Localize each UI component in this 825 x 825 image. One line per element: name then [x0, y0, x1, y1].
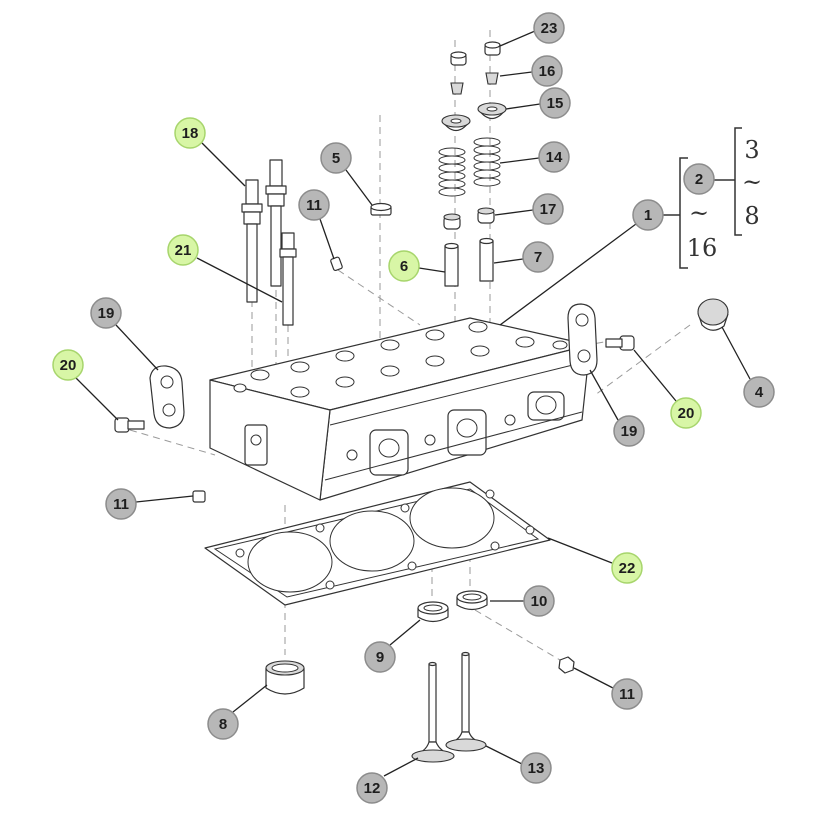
callout-label: 2	[695, 171, 703, 188]
callout-label: 19	[98, 305, 115, 322]
callout-14: 14	[538, 141, 570, 173]
range-outer-start: 3	[744, 136, 759, 164]
small-bolt-top	[330, 256, 343, 272]
range-outer-tilde: ~	[742, 168, 762, 196]
head-gasket	[204, 481, 551, 606]
expansion-plug	[265, 660, 305, 695]
small-bolt-left	[192, 490, 206, 503]
callout-6: 6	[388, 250, 420, 282]
spring-retainers	[441, 102, 507, 132]
callout-19-right: 19	[613, 415, 645, 447]
callout-label: 12	[364, 780, 381, 797]
head-bolts	[241, 159, 297, 326]
callout-20-right: 20	[670, 397, 702, 429]
callout-label: 11	[306, 197, 322, 214]
callout-label: 23	[541, 20, 558, 37]
callouts: 23 16 15 18 14 5 2 11 1 17 21 7 6 19 20 …	[52, 12, 775, 804]
callout-22: 22	[611, 552, 643, 584]
valve-caps	[450, 41, 501, 66]
nut-lower	[558, 656, 575, 674]
callout-9: 9	[364, 641, 396, 673]
callout-12: 12	[356, 772, 388, 804]
valve-seat-left	[417, 601, 449, 623]
range-inner-tilde: ~	[689, 199, 709, 227]
callout-label: 14	[546, 149, 563, 166]
callout-label: 8	[219, 716, 227, 733]
range-bracket: 3 ~ 8 ~ 16	[663, 127, 762, 269]
cylinder-head	[209, 317, 591, 501]
callout-label: 11	[619, 686, 635, 703]
callout-15: 15	[539, 87, 571, 119]
valve-keepers	[450, 72, 499, 95]
leader-lines	[75, 30, 751, 777]
callout-label: 20	[60, 357, 77, 374]
callout-label: 15	[547, 95, 564, 112]
callout-label: 17	[540, 201, 557, 218]
callout-label: 9	[376, 649, 384, 666]
range-outer-end: 8	[744, 202, 759, 230]
valve-seat-right	[456, 590, 488, 611]
callout-8: 8	[207, 708, 239, 740]
callout-label: 22	[619, 560, 636, 577]
callout-23: 23	[533, 12, 565, 44]
callout-label: 18	[182, 125, 199, 142]
callout-4: 4	[743, 376, 775, 408]
callout-13: 13	[520, 752, 552, 784]
lifting-bracket-right	[567, 303, 598, 376]
valve-guides	[444, 237, 494, 287]
sealing-plug	[697, 298, 729, 331]
callout-2: 2	[683, 163, 715, 195]
valve-springs	[438, 137, 501, 197]
callout-11-lower: 11	[611, 678, 643, 710]
valve-stem-seals	[443, 207, 495, 230]
intake-valve	[411, 661, 455, 763]
callout-11-top: 11	[298, 189, 330, 221]
callout-21: 21	[167, 234, 199, 266]
callout-label: 13	[528, 760, 545, 777]
callout-5: 5	[320, 142, 352, 174]
callout-16: 16	[531, 55, 563, 87]
callout-label: 11	[113, 496, 129, 513]
callout-18: 18	[174, 117, 206, 149]
callout-10: 10	[523, 585, 555, 617]
callout-label: 4	[755, 384, 764, 401]
callout-label: 10	[531, 593, 548, 610]
cup-plug-small	[370, 202, 392, 216]
callout-1: 1	[632, 199, 664, 231]
callout-label: 16	[539, 63, 556, 80]
callout-20-left: 20	[52, 349, 84, 381]
callout-label: 1	[644, 207, 652, 224]
callout-19-left: 19	[90, 297, 122, 329]
callout-label: 7	[534, 249, 542, 266]
bracket-bolt-right	[605, 335, 635, 351]
callout-11-left: 11	[105, 488, 137, 520]
callout-7: 7	[522, 241, 554, 273]
callout-label: 20	[678, 405, 695, 422]
range-inner-end: 16	[687, 234, 718, 262]
callout-label: 5	[332, 150, 340, 167]
callout-label: 19	[621, 423, 638, 440]
lifting-bracket-left	[149, 365, 185, 429]
exhaust-valve	[445, 651, 487, 752]
bracket-bolt-left	[114, 417, 145, 433]
callout-label: 21	[175, 242, 192, 259]
callout-17: 17	[532, 193, 564, 225]
callout-label: 6	[400, 258, 408, 275]
